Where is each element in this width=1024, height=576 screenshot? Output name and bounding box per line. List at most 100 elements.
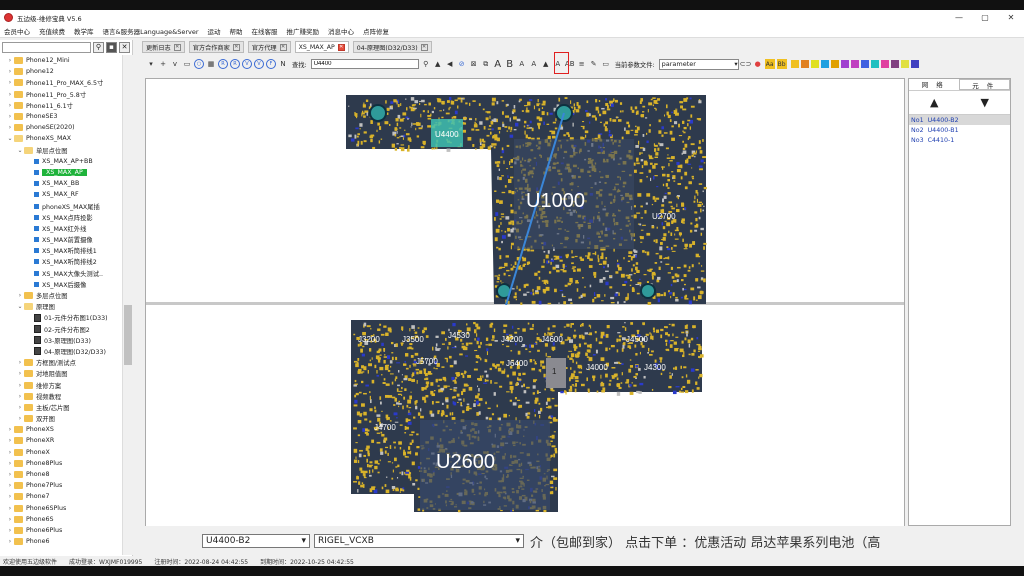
tree-item[interactable]: ›双开图 xyxy=(0,413,122,424)
tree-item[interactable]: ›主板/芯片图 xyxy=(0,402,122,413)
tab-close-icon[interactable]: ✕ xyxy=(337,43,345,51)
chevron-down-icon[interactable]: ⌄ xyxy=(17,303,23,311)
f-circle-icon[interactable]: F xyxy=(266,59,276,69)
tree-item[interactable]: ›Phone7 xyxy=(0,491,122,502)
bottom-board-view[interactable]: U2600 J3200 J3500 J4530 J4200 J4600 J450… xyxy=(146,303,904,526)
menu-item[interactable]: 消息中心 xyxy=(328,28,355,36)
tree-item[interactable]: XS_MAX前置摄像 xyxy=(0,234,122,245)
document-tab[interactable]: 官方代理✕ xyxy=(247,41,291,53)
menu-item[interactable]: 点阵修复 xyxy=(363,28,390,36)
tree-item[interactable]: ›Phone7Plus xyxy=(0,480,122,491)
tree-item[interactable]: ›phoneSE(2020) xyxy=(0,122,122,133)
tree-item[interactable]: phoneXS_MAX尾插 xyxy=(0,200,122,211)
find-input[interactable] xyxy=(310,59,419,69)
chevron-right-icon[interactable]: › xyxy=(8,448,12,456)
tree-item[interactable]: XS_MAX红外线 xyxy=(0,223,122,234)
v-circle-icon[interactable]: V xyxy=(242,59,252,69)
chevron-right-icon[interactable]: › xyxy=(8,79,12,87)
back-icon[interactable]: ◀ xyxy=(447,60,453,68)
tree-item[interactable]: ›Phone6 xyxy=(0,536,122,547)
r-circle-icon[interactable]: R xyxy=(218,59,228,69)
chevron-right-icon[interactable]: › xyxy=(8,471,12,479)
ab-flip-icon[interactable]: A xyxy=(531,60,537,68)
tree-item[interactable]: ›Phone6S xyxy=(0,514,122,525)
tab-net[interactable]: 网 络 xyxy=(921,81,946,89)
chevron-right-icon[interactable]: › xyxy=(8,437,12,445)
minimize-button[interactable]: — xyxy=(955,13,963,22)
chevron-down-icon[interactable]: ⌄ xyxy=(17,146,23,154)
tree-item[interactable]: ›方框图/测试点 xyxy=(0,357,122,368)
promo-marquee[interactable]: 介（包邮到家） 点击下单 ：优惠活动 昂达苹果系列电池（高 xyxy=(530,535,881,551)
chevron-right-icon[interactable]: › xyxy=(8,101,12,109)
tree-item[interactable]: XS_MAX大像头测试.. xyxy=(0,268,122,279)
tree-item[interactable]: ›PhoneXS xyxy=(0,424,122,435)
color-swatch[interactable] xyxy=(900,60,909,68)
color-swatch[interactable] xyxy=(830,60,839,68)
color-swatch[interactable] xyxy=(810,60,819,68)
triangle-icon[interactable]: ▲ xyxy=(435,60,441,68)
tree-item[interactable]: XS_MAX听筒排线2 xyxy=(0,256,122,267)
grid-icon[interactable]: ▦ xyxy=(207,60,215,68)
maximize-button[interactable]: ▢ xyxy=(981,13,989,22)
document-tab[interactable]: 04-原理图(D32/D33)✕ xyxy=(352,41,432,53)
tree-item[interactable]: XS_MAX听筒排线1 xyxy=(0,245,122,256)
pin-icon[interactable]: ▾ xyxy=(149,60,153,68)
menu-item[interactable]: 语言&服务器Language&Server xyxy=(102,28,199,36)
document-tab[interactable]: 更新日志✕ xyxy=(142,41,185,53)
menu-item[interactable]: 推广赚奖励 xyxy=(286,28,320,36)
chevron-down-icon[interactable]: ⌄ xyxy=(7,135,13,143)
collapse-tree-button[interactable]: ▪ xyxy=(106,41,117,53)
edit-icon[interactable]: ✎ xyxy=(590,60,597,68)
menu-item[interactable]: 充值续费 xyxy=(39,28,65,36)
folder-icon[interactable]: ▭ xyxy=(602,60,610,68)
pointer-icon[interactable]: ⅴ xyxy=(172,60,178,68)
tree-item[interactable]: ⌄PhoneXS_MAX xyxy=(0,133,122,144)
net-select[interactable]: U4400-B2▾ xyxy=(202,534,310,548)
ab-text-icon[interactable]: AB xyxy=(564,60,575,68)
param-file-select[interactable]: parameter▾ xyxy=(658,58,739,70)
text-a-icon[interactable]: A xyxy=(494,58,502,70)
tree-item[interactable]: ›PhoneXR xyxy=(0,435,122,446)
tree-item[interactable]: XS_MAX_AP+BB xyxy=(0,156,122,167)
chevron-right-icon[interactable]: › xyxy=(8,493,12,501)
tree-item[interactable]: ›phone12 xyxy=(0,66,122,77)
color-swatch[interactable] xyxy=(910,60,919,68)
color-wheel-icon[interactable]: ● xyxy=(754,60,761,68)
color-swatch[interactable] xyxy=(880,60,889,68)
tree-item[interactable]: 03-原理图(D33) xyxy=(0,335,122,346)
tree-item[interactable]: ›Phone8Plus xyxy=(0,458,122,469)
tree-item[interactable]: ›Phone8 xyxy=(0,469,122,480)
tree-item[interactable]: ⌄原理图 xyxy=(0,301,122,312)
search-icon[interactable]: ⚲ xyxy=(93,41,104,53)
tree-item[interactable]: XS_MAX_BB xyxy=(0,178,122,189)
tree-scrollbar[interactable] xyxy=(122,55,133,555)
n-icon[interactable]: N xyxy=(280,60,286,68)
color-swatch[interactable] xyxy=(870,60,879,68)
tree-item[interactable]: ›对地阻值图 xyxy=(0,368,122,379)
chevron-right-icon[interactable]: › xyxy=(8,113,12,121)
tree-item[interactable]: ›多层点位图 xyxy=(0,290,122,301)
close-box-icon[interactable]: ⊠ xyxy=(470,60,477,68)
chevron-right-icon[interactable]: › xyxy=(8,426,12,434)
tree-item[interactable]: ›Phone6Plus xyxy=(0,525,122,536)
tree-item[interactable]: ›Phone11_6.1寸 xyxy=(0,100,122,111)
menu-item[interactable]: 会员中心 xyxy=(4,28,30,36)
arrow-down-icon[interactable]: ▼ xyxy=(980,95,989,109)
chevron-right-icon[interactable]: › xyxy=(8,482,12,490)
color-swatch[interactable] xyxy=(850,60,859,68)
chevron-right-icon[interactable]: › xyxy=(18,359,22,367)
chevron-right-icon[interactable]: › xyxy=(8,459,12,467)
ab-icon[interactable]: A xyxy=(519,60,525,68)
v2-circle-icon[interactable]: V xyxy=(254,59,264,69)
chevron-right-icon[interactable]: › xyxy=(18,403,22,411)
tree-item[interactable]: ›PhoneSE3 xyxy=(0,111,122,122)
chevron-right-icon[interactable]: › xyxy=(8,90,12,98)
chevron-right-icon[interactable]: › xyxy=(18,415,22,423)
tab-close-icon[interactable]: ✕ xyxy=(173,43,181,51)
tab-close-icon[interactable]: ✕ xyxy=(232,43,240,51)
menu-item[interactable]: 教学库 xyxy=(74,28,94,36)
chevron-right-icon[interactable]: › xyxy=(18,392,22,400)
color-swatch[interactable] xyxy=(800,60,809,68)
tree-item[interactable]: ›Phone6SPlus xyxy=(0,503,122,514)
